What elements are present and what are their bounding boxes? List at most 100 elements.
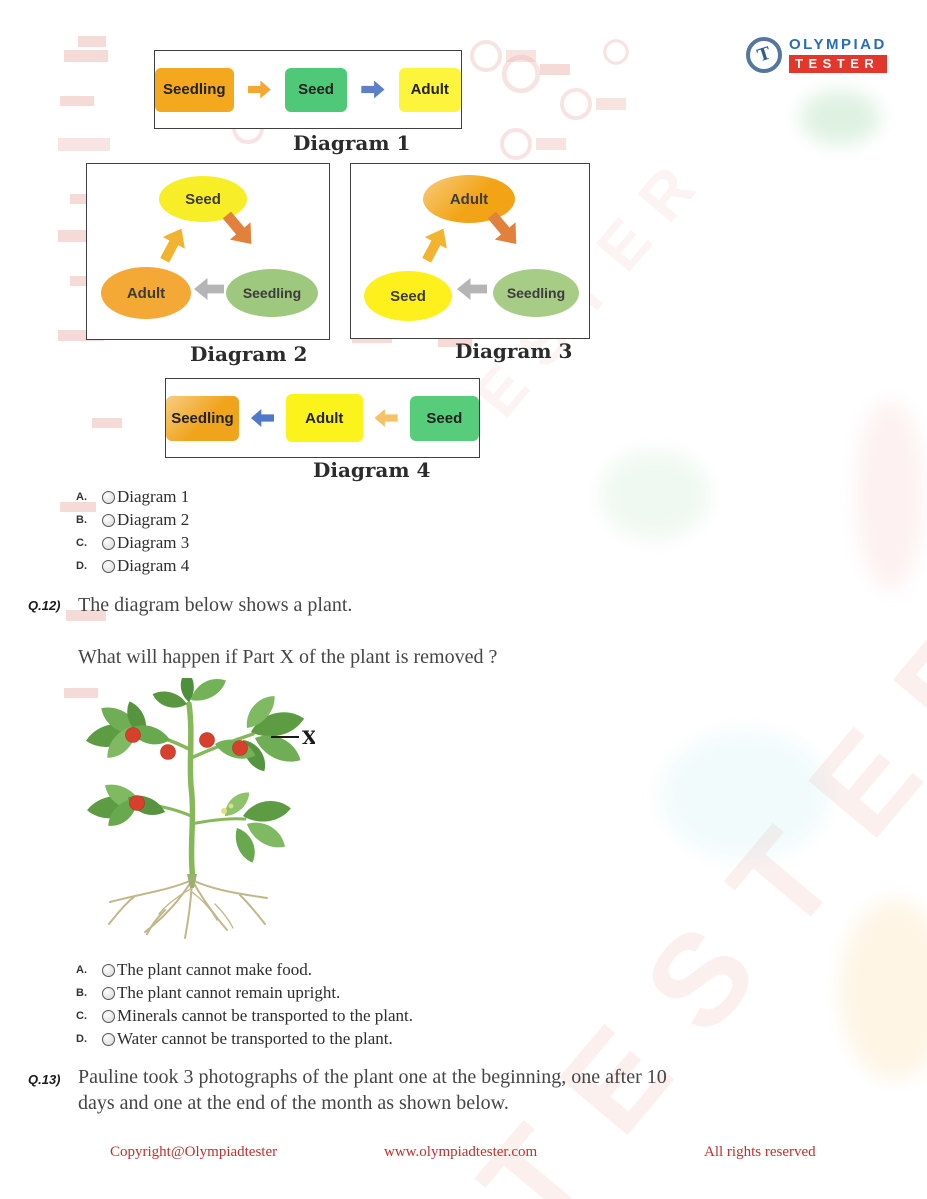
watermark-blob (660, 730, 830, 860)
diagram4-node-seed: Seed (409, 395, 479, 441)
option-row-a: A. Diagram 1 (76, 486, 189, 508)
radio-button-icon[interactable] (102, 559, 115, 573)
arrow-right-icon (247, 80, 271, 99)
watermark-tile (536, 138, 566, 150)
option-label[interactable]: Diagram 4 (117, 556, 190, 575)
option-letter: B. (76, 514, 87, 526)
option-label[interactable]: The plant cannot make food. (117, 960, 312, 979)
option-letter: C. (76, 1010, 87, 1022)
logo-olympiad-text: OLYMPIAD (789, 36, 887, 54)
part-x-label: X (302, 727, 315, 749)
diagram3-node-adult: Adult (423, 175, 515, 223)
option-letter: D. (76, 560, 87, 572)
plant-stem (133, 701, 255, 888)
watermark-blob (800, 90, 880, 145)
option-label[interactable]: Diagram 3 (117, 533, 190, 552)
logo-ring-icon (470, 40, 502, 72)
diagram-3-caption: Diagram 3 (455, 339, 573, 363)
radio-button-icon[interactable] (102, 963, 115, 977)
arrow-left-icon (457, 278, 487, 300)
watermark-tile (506, 50, 536, 62)
plant-roots (108, 879, 268, 939)
diagram1-node-seedling: Seedling (155, 67, 234, 112)
logo-wordmark: OLYMPIAD TESTER (789, 36, 887, 73)
watermark-blob (600, 450, 710, 540)
option-letter: C. (76, 537, 87, 549)
arrow-left-icon (194, 278, 224, 300)
diagram-1-caption: Diagram 1 (293, 131, 411, 155)
plant-illustration: X (83, 678, 315, 939)
diagram1-node-seed: Seed (284, 67, 348, 112)
watermark-logo-ghost (501, 54, 541, 94)
watermark-text: TESTER (451, 561, 927, 1199)
option-label[interactable]: Water cannot be transported to the plant… (117, 1029, 393, 1048)
option-row-d: D. Water cannot be transported to the pl… (76, 1028, 393, 1050)
diagram4-node-adult: Adult (286, 394, 363, 442)
watermark-tile (60, 96, 94, 106)
diagram2-node-seedling: Seedling (226, 269, 318, 317)
watermark-blob (840, 900, 927, 1080)
arrow-left-icon (250, 409, 275, 427)
diagram3-node-seed: Seed (364, 271, 452, 321)
radio-button-icon[interactable] (102, 513, 115, 527)
logo-ring-icon (501, 54, 541, 94)
option-row-a: A. The plant cannot make food. (76, 959, 312, 981)
option-row-b: B. Diagram 2 (76, 509, 189, 531)
question12-line2: What will happen if Part X of the plant … (78, 646, 498, 668)
question13-line1: Pauline took 3 photographs of the plant … (78, 1066, 667, 1088)
logo-ring-icon (603, 39, 629, 65)
question12-line1: The diagram below shows a plant. (78, 594, 353, 616)
footer-copyright: Copyright@Olympiadtester (110, 1144, 278, 1160)
question13-number: Q.13) (28, 1072, 61, 1087)
option-letter: A. (76, 491, 87, 503)
diagram-2: Seed Adult Seedling (86, 163, 330, 340)
watermark-blob (855, 400, 925, 590)
footer-website: www.olympiadtester.com (384, 1144, 538, 1160)
diagram2-node-adult: Adult (101, 267, 191, 319)
option-label[interactable]: Minerals cannot be transported to the pl… (117, 1006, 413, 1025)
plant-leaves (83, 678, 307, 866)
option-label[interactable]: The plant cannot remain upright. (117, 983, 341, 1002)
radio-button-icon[interactable] (102, 536, 115, 550)
option-letter: A. (76, 964, 87, 976)
watermark-tile (58, 138, 110, 151)
footer-rights: All rights reserved (704, 1144, 816, 1160)
logo-t-icon: T (746, 37, 782, 73)
arrow-up-right-icon (154, 223, 193, 267)
watermark-tile (540, 64, 570, 75)
logo-ring-icon (560, 88, 592, 120)
diagram-2-caption: Diagram 2 (190, 342, 308, 366)
arrow-left-icon (374, 409, 398, 427)
option-label[interactable]: Diagram 2 (117, 510, 190, 529)
question13-line2: days and one at the end of the month as … (78, 1092, 509, 1114)
radio-button-icon[interactable] (102, 986, 115, 1000)
option-label[interactable]: Diagram 1 (117, 487, 190, 506)
question12-number: Q.12) (28, 598, 61, 613)
diagram4-node-seedling: Seedling (166, 395, 239, 441)
diagram-3: Adult Seed Seedling (350, 163, 590, 339)
watermark-tile (596, 98, 626, 110)
option-row-b: B. The plant cannot remain upright. (76, 982, 340, 1004)
diagram-1: Seedling Seed Adult (154, 50, 462, 129)
diagram3-node-seedling: Seedling (493, 269, 579, 317)
diagram-4-caption: Diagram 4 (313, 458, 431, 482)
option-letter: D. (76, 1033, 87, 1045)
olympiadtester-logo: T OLYMPIAD TESTER (746, 37, 887, 73)
watermark-tile (64, 50, 108, 62)
plant-fruits (125, 727, 248, 811)
logo-tester-text: TESTER (789, 54, 887, 73)
watermark-tile (78, 36, 106, 47)
logo-t-letter: T (754, 43, 773, 66)
radio-button-icon[interactable] (102, 1032, 115, 1046)
option-letter: B. (76, 987, 87, 999)
watermark-logo-ghost (500, 128, 566, 160)
logo-ring-icon (500, 128, 532, 160)
radio-button-icon[interactable] (102, 1009, 115, 1023)
diagram-4: Seedling Adult Seed (165, 378, 480, 458)
arrow-up-right-icon (416, 223, 455, 267)
diagram2-node-seed: Seed (159, 176, 247, 222)
option-row-c: C. Minerals cannot be transported to the… (76, 1005, 413, 1027)
watermark-tile (92, 418, 122, 428)
radio-button-icon[interactable] (102, 490, 115, 504)
